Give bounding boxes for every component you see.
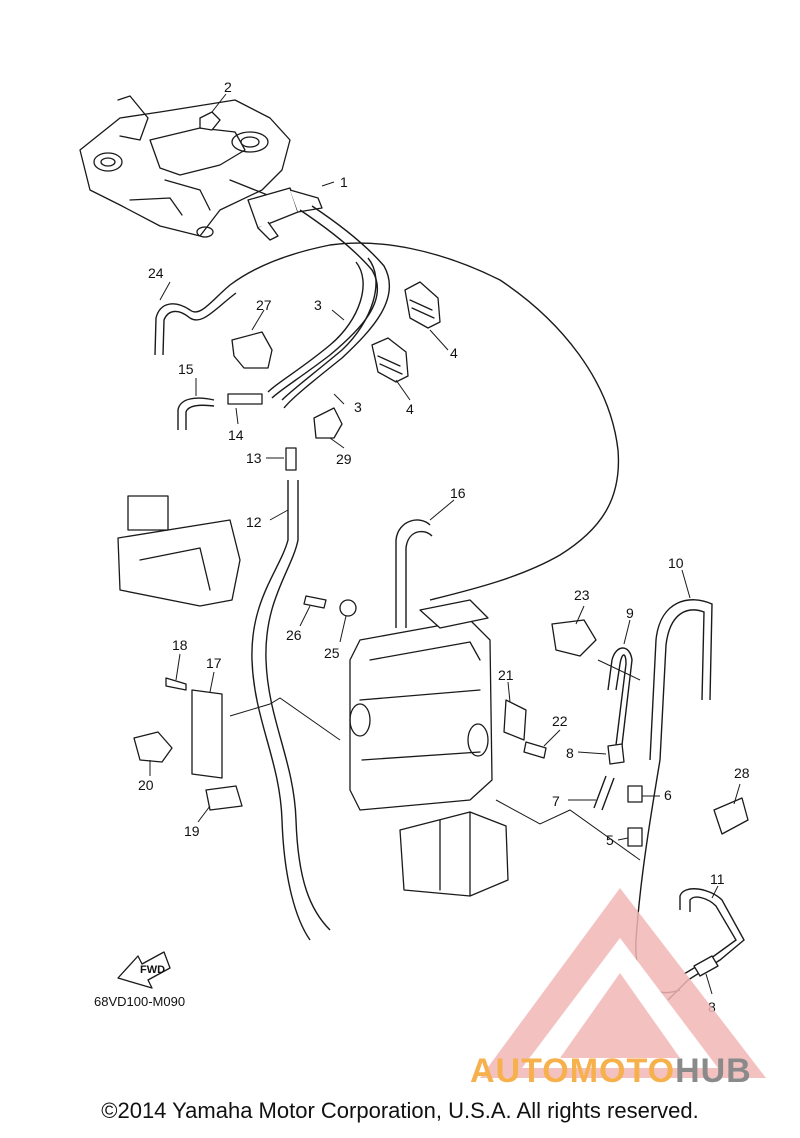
throttle-body-fragment [117,495,241,607]
callout-17: 17 [206,655,222,671]
bracket-part-21 [503,699,527,741]
callout-19: 19 [184,823,200,839]
callout-27: 27 [256,297,272,313]
callout-10: 10 [668,555,684,571]
joint-part-8-upper [607,743,625,765]
callout-9: 9 [626,605,634,621]
callout-2: 2 [224,79,232,95]
callout-1: 1 [340,174,348,190]
callout-8-upper: 8 [566,745,574,761]
callout-29: 29 [336,451,352,467]
callout-7: 7 [552,793,560,809]
clamp-part-25 [339,599,357,617]
clamp-part-28 [713,797,749,835]
watermark-text: AUTOMOTOHUB [470,1052,752,1091]
diagram-code: 68VD100-M090 [94,994,185,1009]
cap-part-5 [627,827,643,847]
callout-23: 23 [574,587,590,603]
hose-part-12 [251,480,331,941]
callout-24: 24 [148,265,164,281]
callout-25: 25 [324,645,340,661]
sensor-part-1 [247,187,323,241]
bolt-part-26 [303,595,327,609]
clip-part-19 [205,785,243,811]
nut-part-2 [199,111,221,131]
callout-13: 13 [246,450,262,466]
callout-20: 20 [138,777,154,793]
callout-21: 21 [498,667,514,683]
bracket-part-17 [191,689,223,779]
hose-part-11 [667,888,745,1001]
callout-5: 5 [606,832,614,848]
fwd-arrow-icon [117,951,171,989]
automotohub-logo-icon [480,888,766,1078]
bolt-part-22 [523,741,547,759]
callout-28: 28 [734,765,750,781]
bolt-part-18 [165,677,187,691]
watermark-word-a: AUTOMOTO [470,1052,676,1090]
hose-part-9 [607,647,633,746]
callout-14: 14 [228,427,244,443]
callout-numbers: 1 2 3 3 4 4 5 6 7 8 8 9 10 11 12 13 14 1… [138,79,750,1015]
clip-part-27 [231,331,273,369]
joint-part-14 [227,393,263,405]
callout-16: 16 [450,485,466,501]
callout-8-lower: 8 [708,999,716,1015]
copyright-notice: ©2014 Yamaha Motor Corporation, U.S.A. A… [101,1098,699,1123]
clip-part-23 [551,619,597,657]
hose-part-15 [177,397,215,430]
callout-4-lower: 4 [406,401,414,417]
callout-15: 15 [178,361,194,377]
clip-part-29 [313,407,343,439]
hose-part-16 [395,519,433,628]
callout-11: 11 [710,871,725,887]
fwd-label: FWD [140,964,165,976]
hose-part-7 [593,775,615,811]
callout-22: 22 [552,713,568,729]
callout-4-upper: 4 [450,345,458,361]
hose-part-10 [649,599,713,761]
hose-part-3 [267,205,390,409]
joint-part-13 [285,447,297,471]
callout-12: 12 [246,514,262,530]
callout-3-lower: 3 [354,399,362,415]
callout-18: 18 [172,637,188,653]
clip-part-4-lower [371,337,409,383]
joint-part-6 [627,785,643,803]
clamp-part-20 [133,731,173,763]
watermark-word-b: HUB [675,1052,752,1090]
hose-part-24 [154,242,620,601]
joint-part-8-lower [693,955,719,977]
leader-lines [149,93,741,995]
callout-3-upper: 3 [314,297,322,313]
vapor-separator-assembly [349,599,509,897]
clip-part-4-upper [404,281,441,329]
callout-6: 6 [664,787,672,803]
callout-26: 26 [286,627,302,643]
